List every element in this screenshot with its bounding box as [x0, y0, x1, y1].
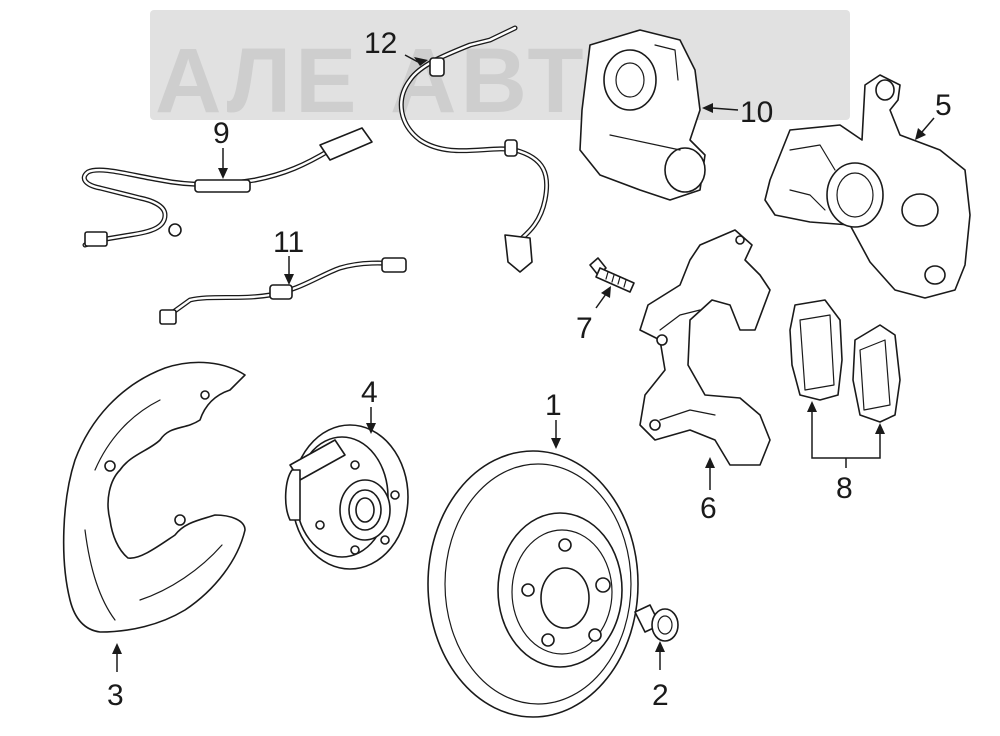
callout-3: 3 — [107, 679, 124, 712]
callout-10: 10 — [740, 96, 773, 129]
splash-shield — [62, 361, 246, 633]
caliper — [764, 74, 971, 299]
parking-brake-motor — [579, 29, 706, 201]
callout-2: 2 — [652, 679, 669, 712]
rotor-screw — [634, 604, 679, 642]
hub-bearing — [284, 424, 409, 570]
watermark: АЛЕ АВТО — [150, 10, 850, 132]
watermark-text: АЛЕ АВТО — [155, 30, 661, 132]
callout-5: 5 — [935, 89, 952, 122]
callout-4: 4 — [361, 376, 378, 409]
callout-labels: 1 2 3 4 5 6 7 8 9 10 11 12 — [107, 27, 952, 712]
callout-7: 7 — [576, 312, 593, 345]
callout-1: 1 — [545, 389, 562, 422]
caliper-bracket — [639, 229, 771, 466]
callout-8: 8 — [836, 472, 853, 505]
brake-hose — [159, 257, 407, 325]
leaders — [112, 54, 935, 672]
brake-pads — [789, 299, 901, 423]
abs-sensor — [398, 25, 550, 273]
callout-9: 9 — [213, 117, 230, 150]
pad-wear-sensor — [81, 127, 373, 248]
callout-12: 12 — [364, 27, 397, 60]
callout-11: 11 — [273, 226, 304, 259]
bracket-bolt — [589, 257, 635, 293]
brake-rotor — [427, 450, 639, 718]
callout-6: 6 — [700, 492, 717, 525]
